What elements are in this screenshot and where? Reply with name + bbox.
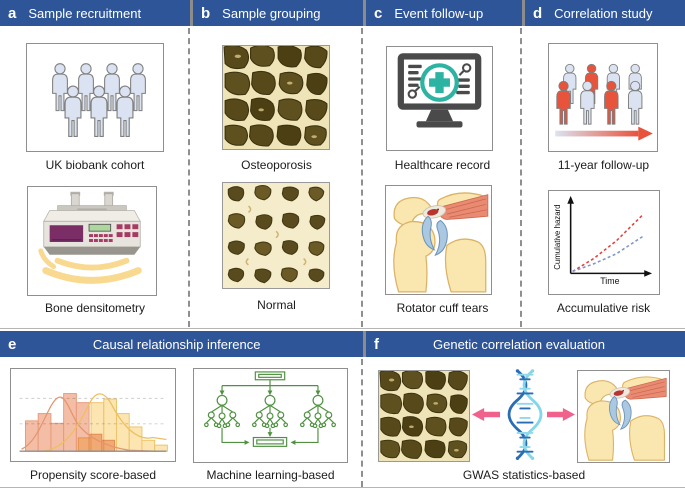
panel-a-header: a Sample recruitment: [0, 0, 190, 26]
rotator-cuff-box: [385, 185, 492, 295]
followup-cohort-box: [548, 43, 658, 152]
divider-e-f: [361, 359, 363, 487]
panel-d-letter: d: [533, 4, 543, 22]
panel-e-header: e Causal relationship inference: [0, 331, 363, 357]
bottom-border-line: [0, 487, 685, 488]
panel-b-letter: b: [201, 4, 211, 22]
hazard-ylabel: Cumulative hazard: [553, 204, 562, 269]
accumulative-risk-box: Cumulative hazard Time: [548, 190, 660, 295]
hazard-chart: Cumulative hazard Time: [553, 195, 653, 286]
gradient-time-arrow: [555, 130, 639, 137]
caption-propensity: Propensity score-based: [29, 468, 157, 482]
yellow-density-curve: [41, 393, 167, 452]
caption-machine-learning: Machine learning-based: [206, 468, 335, 482]
panel-b-header: b Sample grouping: [190, 0, 363, 26]
panel-d-header: d Correlation study: [522, 0, 685, 26]
panel-a-letter: a: [8, 4, 17, 22]
caption-accumulative-risk: Accumulative risk: [556, 301, 651, 315]
dna-icon: [507, 369, 543, 460]
bone-normal-illustration: [223, 183, 329, 288]
bone-osteoporosis-illustration: [223, 46, 329, 149]
arrow-right-icon: [547, 407, 575, 422]
gwas-shoulder-box: [577, 370, 670, 463]
panel-d-title: Correlation study: [554, 5, 653, 21]
divider-a-b: [188, 28, 190, 327]
bone-osteoporosis-illustration: [379, 371, 469, 461]
arrow-left-icon: [472, 407, 500, 422]
hazard-series: [572, 213, 644, 273]
machine-learning-box: [193, 368, 348, 463]
healthcare-monitor-icon: [397, 53, 482, 128]
followup-crowd-icon: [555, 63, 653, 141]
caption-11-year-followup: 11-year follow-up: [557, 158, 650, 172]
panel-a-title: Sample recruitment: [28, 5, 142, 21]
caption-healthcare-record: Healthcare record: [394, 158, 491, 172]
panel-f-letter: f: [374, 335, 379, 353]
hazard-xlabel: Time: [600, 276, 619, 286]
shoulder-illustration: [578, 371, 669, 462]
osteoporosis-image-box: [222, 45, 330, 150]
top-header-bar: a Sample recruitment b Sample grouping c…: [0, 0, 685, 26]
panel-f-title: Genetic correlation evaluation: [433, 336, 605, 352]
panel-c-letter: c: [374, 4, 383, 22]
divider-b-c: [361, 28, 363, 327]
panel-c-header: c Event follow-up: [363, 0, 522, 26]
healthcare-record-box: [386, 46, 493, 151]
caption-osteoporosis: Osteoporosis: [241, 158, 312, 172]
caption-normal: Normal: [257, 298, 296, 312]
caption-gwas: GWAS statistics-based: [462, 468, 586, 482]
normal-bone-image-box: [222, 182, 330, 289]
shoulder-illustration: [386, 186, 491, 294]
uk-biobank-cohort-box: [26, 43, 164, 152]
panel-b-title: Sample grouping: [222, 5, 321, 21]
densitometer-icon: [38, 191, 142, 284]
panel-c-title: Event follow-up: [394, 5, 484, 21]
gwas-bone-box: [378, 370, 470, 462]
bottom-header-bar: e Causal relationship inference f Geneti…: [0, 331, 685, 357]
crowd-icon: [52, 63, 146, 137]
caption-rotator-cuff: Rotator cuff tears: [396, 301, 489, 315]
panel-e-letter: e: [8, 335, 17, 353]
salmon-density-curve: [21, 396, 159, 452]
histogram-series: [77, 398, 168, 452]
caption-bone-densitometry: Bone densitometry: [44, 301, 146, 315]
divider-c-d: [520, 28, 522, 327]
histogram-chart: [19, 393, 168, 452]
panel-f-header: f Genetic correlation evaluation: [363, 331, 685, 357]
panel-e-title: Causal relationship inference: [92, 336, 261, 352]
caption-uk-biobank: UK biobank cohort: [45, 158, 145, 172]
decision-trees-diagram: [204, 371, 336, 447]
section-divider-line: [0, 328, 685, 329]
bone-densitometry-box: [27, 186, 157, 296]
propensity-box: [10, 368, 176, 462]
